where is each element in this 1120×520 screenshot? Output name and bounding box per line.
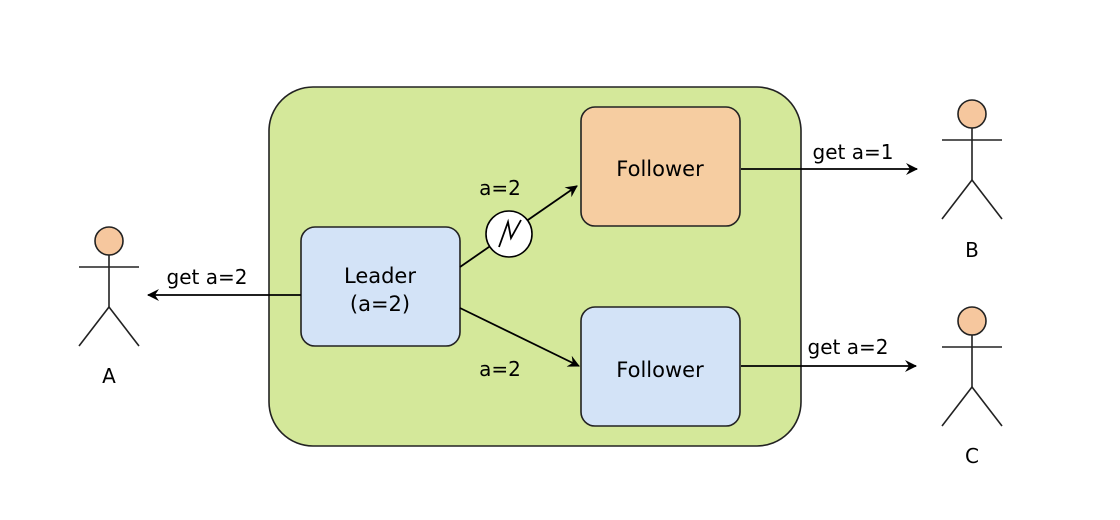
edge-leader-to-bottom-follower [459,307,580,367]
edge-label-bottom: a=2 [479,357,521,381]
actor-b-label: B [965,238,979,262]
follower-node-bottom[interactable]: Follower [580,306,741,427]
leader-value: (a=2) [350,292,410,316]
edge-label-c: get a=2 [808,335,889,359]
actor-c-icon [941,306,1003,427]
follower-node-top[interactable]: Follower [580,106,741,227]
follower-bottom-label: Follower [616,358,704,382]
leader-label: Leader [344,264,416,288]
actor-b-icon [941,99,1003,220]
edge-label-top: a=2 [479,176,521,200]
edge-label-a: get a=2 [167,265,248,289]
lightning-icon [485,210,533,258]
edge-label-b: get a=1 [813,140,894,164]
leader-node[interactable]: Leader (a=2) [300,226,461,347]
follower-top-label: Follower [616,157,704,181]
actor-a-label: A [102,364,116,388]
actor-a-icon [78,226,140,347]
actor-c-label: C [965,444,979,468]
